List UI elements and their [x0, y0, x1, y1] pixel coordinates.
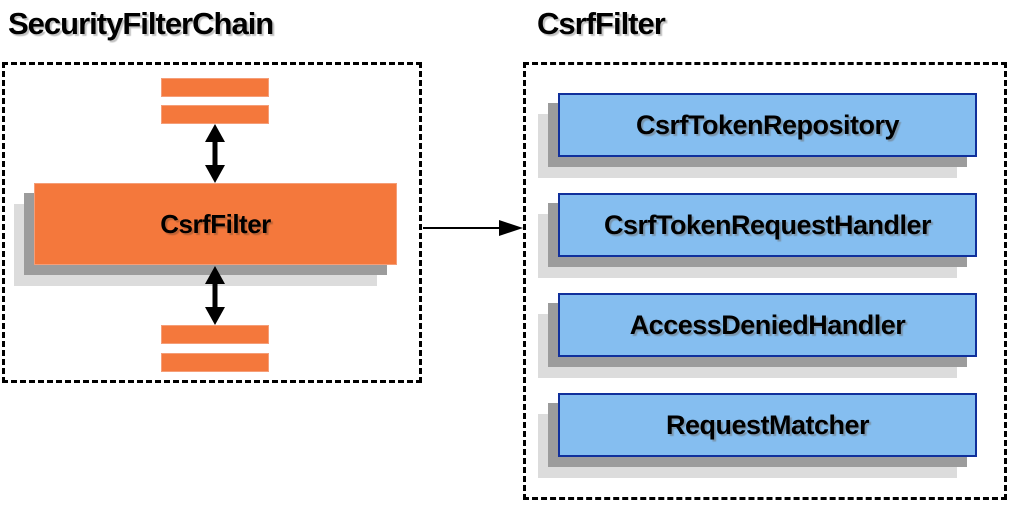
csrf-filter-title: CsrfFilter: [537, 6, 666, 41]
component-box-csrf-token-repository: CsrfTokenRepository: [558, 93, 977, 157]
component-box-request-matcher: RequestMatcher: [558, 393, 977, 457]
component-box-access-denied-handler: AccessDeniedHandler: [558, 293, 977, 357]
security-filter-chain-container: [2, 62, 422, 383]
security-filter-chain-title: SecurityFilterChain: [8, 6, 274, 41]
up-down-arrow-icon: [205, 266, 225, 325]
filter-stack-bar: [161, 353, 269, 372]
filter-stack-bar: [161, 78, 269, 97]
component-box-label: CsrfTokenRepository: [635, 109, 900, 140]
up-down-arrow-icon: [205, 124, 225, 183]
csrf-filter-box: CsrfFilter: [34, 183, 397, 265]
csrf-filter-box-label: CsrfFilter: [160, 208, 271, 239]
filter-stack-bar: [161, 325, 269, 344]
component-box-label: CsrfTokenRequestHandler: [603, 209, 932, 240]
filter-stack-bar: [161, 105, 269, 124]
component-box-csrf-token-request-handler: CsrfTokenRequestHandler: [558, 193, 977, 257]
component-box-label: RequestMatcher: [665, 409, 870, 440]
component-box-label: AccessDeniedHandler: [629, 309, 906, 340]
csrf-filter-container: [523, 62, 1007, 500]
flow-arrow-icon: [423, 220, 523, 236]
